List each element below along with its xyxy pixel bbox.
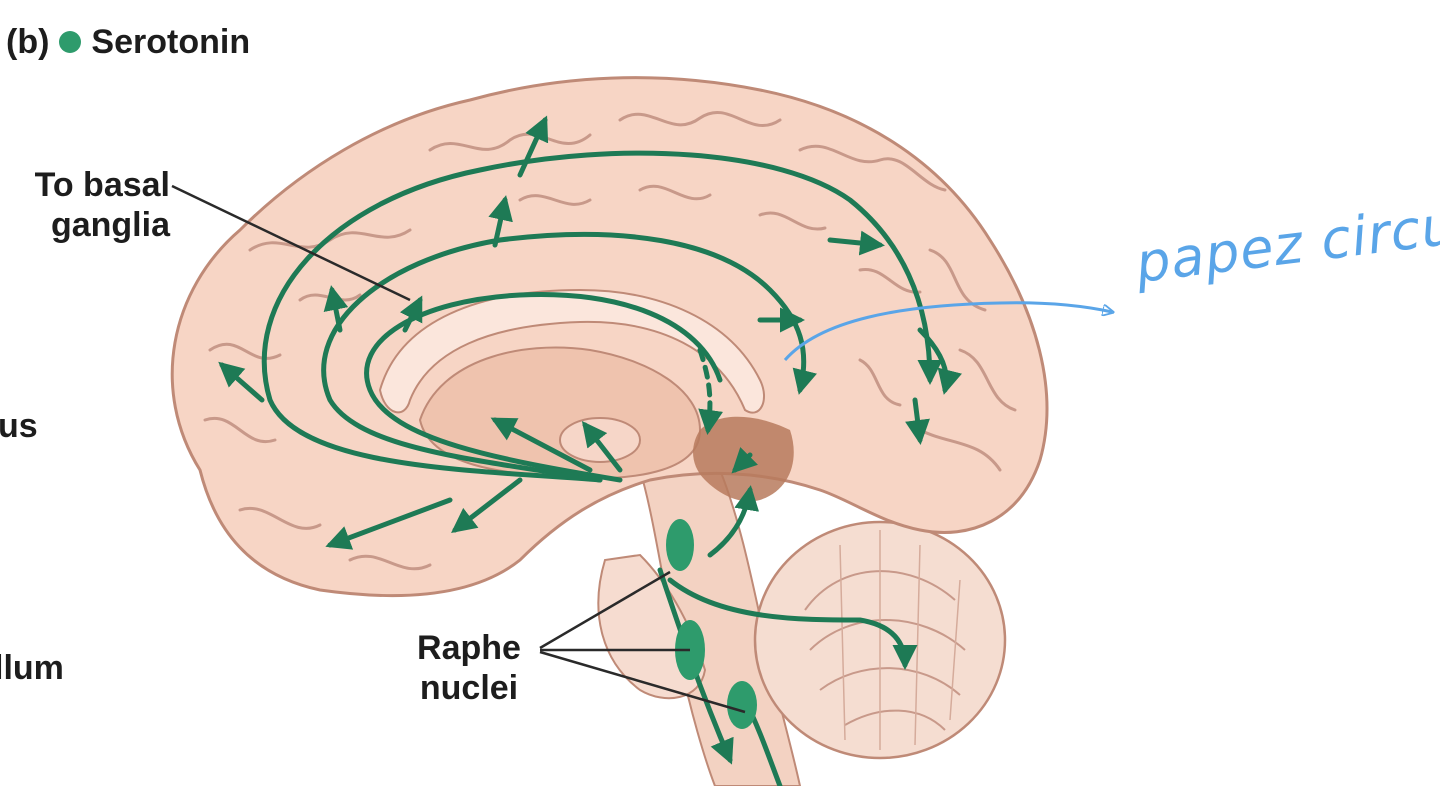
label-line-1: Raphe [417, 629, 521, 667]
annotation-arrow [783, 301, 1112, 361]
label-raphe-nuclei: Raphe nuclei [404, 628, 534, 708]
gyri-folds [203, 110, 1017, 571]
leader-lines [171, 184, 746, 714]
label-cropped-2: llum [0, 649, 64, 687]
legend-label: Serotonin [91, 23, 251, 61]
label-line-2: nuclei [419, 669, 519, 707]
panel-title: (b) Serotonin [6, 22, 250, 62]
serotonin-pathways [218, 115, 962, 786]
label-line-1: To basal [34, 166, 170, 204]
cerebrum [170, 76, 1049, 598]
label-line-2: ganglia [50, 206, 170, 244]
label-cropped-1: us [0, 407, 38, 445]
cerebellum [753, 520, 1007, 760]
thalamic-nucleus [559, 417, 641, 463]
serotonin-legend-dot [59, 31, 82, 53]
panel-label: (b) [6, 23, 50, 61]
label-to-basal-ganglia: To basal ganglia [10, 165, 170, 245]
